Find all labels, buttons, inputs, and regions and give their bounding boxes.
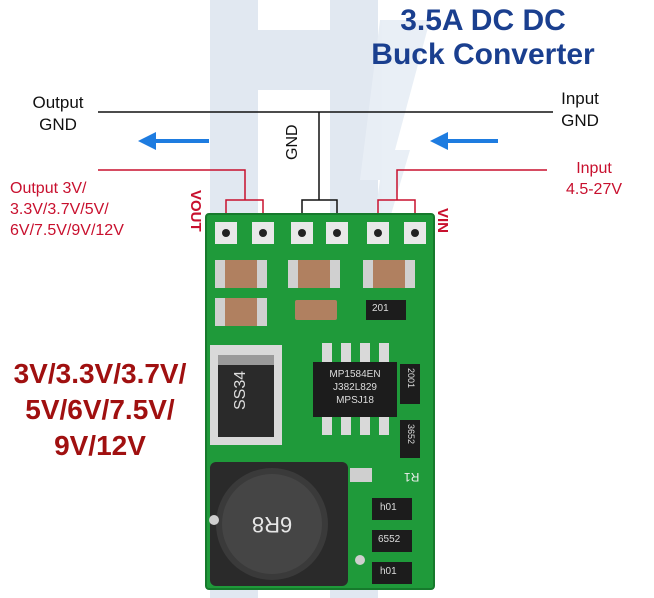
- pcb-board: [205, 213, 435, 590]
- inductor-marking: 6R8: [251, 512, 293, 537]
- input-gnd-line2: GND: [561, 111, 599, 130]
- voltage-option-line2: 5V/6V/7.5V/: [25, 394, 175, 425]
- ic-marking: MP1584EN J382L829 MPSJ18: [316, 368, 394, 407]
- resistors: [350, 300, 420, 584]
- capacitors: [215, 260, 415, 326]
- input-arrow: [430, 132, 498, 150]
- diode-marking: SS34: [232, 370, 249, 410]
- output-gnd-line1: Output: [32, 93, 84, 112]
- voltage-options: 3V/3.3V/3.7V/ 5V/6V/7.5V/ 9V/12V: [0, 356, 200, 464]
- output-gnd-line2: GND: [39, 115, 77, 134]
- output-gnd-label: Output GND: [18, 92, 98, 136]
- resistor-marking-2001: 2001: [406, 368, 416, 389]
- resistor-marking-r1: R1: [404, 470, 420, 484]
- ic-marking-line2: J382L829: [333, 382, 377, 393]
- output-voltage-label: Output 3V/ 3.3V/3.7V/5V/ 6V/7.5V/9V/12V: [10, 178, 180, 241]
- ic-marking-line1: MP1584EN: [329, 369, 381, 380]
- input-gnd-label: Input GND: [540, 88, 620, 132]
- resistor-marking-3652: 3652: [406, 424, 416, 445]
- voltage-option-line3: 9V/12V: [54, 430, 146, 461]
- page-title: 3.5A DC DC Buck Converter: [340, 4, 626, 72]
- resistor-marking-h01-a: h01: [380, 502, 397, 513]
- vin-label: VIN: [434, 208, 451, 234]
- input-voltage-line1: Input: [576, 160, 612, 177]
- pad-row: [215, 222, 426, 244]
- output-voltage-line3: 6V/7.5V/9V/12V: [10, 222, 124, 239]
- resistor-marking-h01-b: h01: [380, 566, 397, 577]
- diode-ss34: [210, 345, 282, 445]
- ic-marking-line3: MPSJ18: [336, 395, 374, 406]
- resistor-marking-6552: 6552: [378, 534, 401, 545]
- output-voltage-line2: 3.3V/3.7V/5V/: [10, 201, 109, 218]
- voltage-option-line1: 3V/3.3V/3.7V/: [13, 358, 187, 389]
- ic-chip: [313, 343, 397, 435]
- title-line2: Buck Converter: [371, 38, 595, 71]
- input-voltage-line2: 4.5-27V: [565, 181, 623, 198]
- output-voltage-line1: Output 3V/: [10, 180, 87, 197]
- inductor-6r8: [210, 462, 348, 586]
- vout-label: VOUT: [187, 190, 204, 232]
- input-gnd-line1: Input: [561, 89, 599, 108]
- input-voltage-label: Input 4.5-27V: [554, 158, 634, 200]
- title-line1: 3.5A DC DC: [400, 4, 566, 37]
- gnd-label: GND: [284, 124, 301, 160]
- resistor-marking-201: 201: [372, 303, 389, 314]
- output-arrow: [138, 132, 209, 150]
